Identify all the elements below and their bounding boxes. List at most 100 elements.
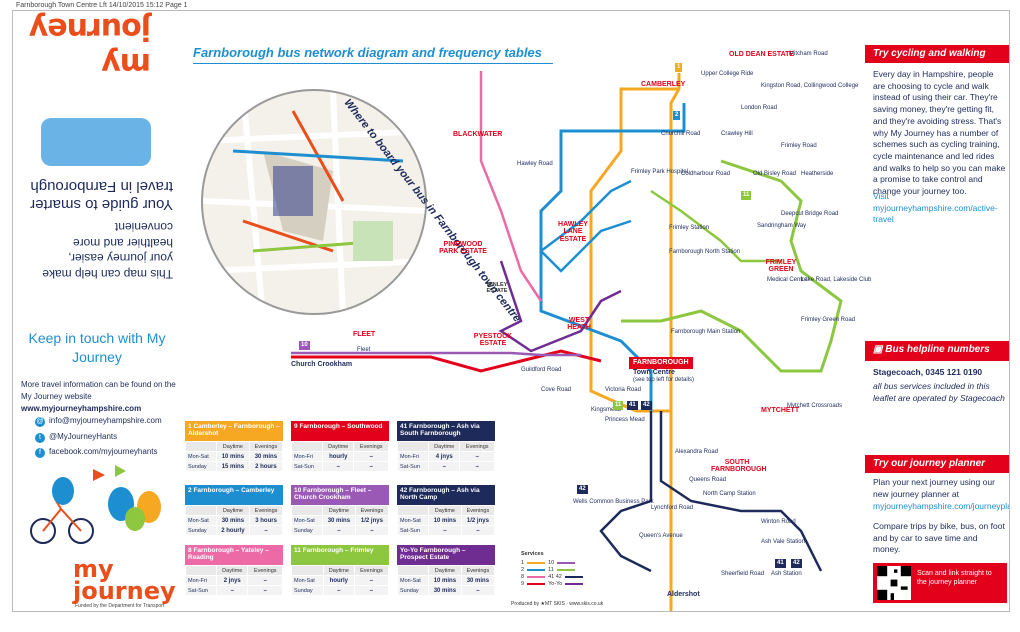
label-churchill-road: Churchill Road [661,131,701,137]
route-8-line [479,71,543,302]
label-sandringham-way: Sandringham Way [757,223,807,229]
label-hawley-road: Hawley Road [517,161,553,167]
route-badge-42b: 42 [791,559,802,568]
cycling-heading: Try cycling and walking [865,45,1009,63]
area-fleet: FLEET [353,331,376,338]
planner-text: Plan your next journey using our new jou… [873,477,995,499]
town-centre-inset-map [201,89,427,315]
label-kingston-road: Kingston Road, Collingwood College [761,83,859,89]
cover-headline: Your guide to smarter travel in Farnboro… [30,178,173,213]
info-text: More travel information can be found on … [21,379,181,415]
left-panel: This map can help make your journey easi… [13,11,181,611]
email-icon: @ [35,417,45,427]
keep-in-touch-heading: Keep in touch with My Journey [28,330,166,365]
label-crawley-hill: Crawley Hill [721,131,753,137]
freq-table-route-yoyo: Yo-Yo Farnborough – Prospect Estate Dayt… [397,545,496,596]
label-heatherside: Heatherside [801,171,834,177]
label-farnborough-north: Farnborough North Station [669,249,741,255]
freq-table-route-42: 42 Farnborough – Ash via North Camp Dayt… [397,485,496,536]
freq-table-route-41: 41 Farnborough – Ash via South Farnborou… [396,421,495,472]
label-ash-vale: Ash Vale Station [761,539,805,545]
label-queens-road: Queens Road [689,477,727,483]
contact-twitter[interactable]: t@MyJourneyHants [35,429,162,445]
rotated-cover: This map can help make your journey easi… [13,11,181,301]
label-church-crookham: Church Crookham [291,361,353,368]
label-sheerfield-road: Sheerfield Road [721,571,765,577]
area-frimley-green: FRIMLEY GREEN [765,259,797,274]
cycling-text: Every day in Hampshire, people are choos… [873,69,1006,197]
contact-email[interactable]: @info@myjourneyhampshire.com [35,416,162,427]
label-fleet-stop: Fleet [357,347,371,353]
cover-tagline: This map can help make your journey easi… [42,220,173,281]
label-kingsmead: Kingsmead [591,407,622,413]
label-coldharbour-road: Coldharbour Road [681,171,731,177]
freq-table-route-1: 1 Camberley – Farnborough – Aldershot Da… [185,421,284,472]
label-upper-college-ride: Upper College Ride [701,71,754,77]
label-north-camp: North Camp Station [703,491,756,497]
myjourney-logo: my journey [73,555,176,605]
route-badge-1: 1 [675,63,683,72]
area-pinewood-park: PINEWOOD PARK ESTATE [439,241,487,256]
planner-compare-text: Compare trips by bike, bus, on foot and … [873,521,1005,555]
planner-heading: Try our journey planner [865,455,1009,473]
cover-logo: my journey [29,11,151,81]
farnborough-town-centre-box: FARNBOROUGH [629,357,693,369]
facebook-icon: f [35,448,45,459]
label-medical-centre: Medical Centre [767,277,808,283]
route-badge-tc-11: 11 [613,401,624,410]
route-1-line [589,73,681,611]
route-2-loop [539,179,632,273]
label-wells-common: Wells Common Business Park [573,499,654,505]
route-41-line [659,411,823,572]
qr-code[interactable] [877,566,911,600]
helpline-stagecoach: Stagecoach, 0345 121 0190 [873,367,983,377]
services-key-heading: Services [521,551,544,557]
bus-icon: ▣ [873,344,883,355]
active-travel-link[interactable]: Visit myjourneyhampshire.com/active-trav… [873,191,998,225]
route-9-line [291,349,602,373]
route-badge-10: 10 [299,341,310,350]
label-frimley-road: Frimley Road [781,143,817,149]
twitter-icon: t [35,432,45,443]
page-title: Farnborough bus network diagram and freq… [193,45,542,60]
route-badge-42: 42 [577,485,588,494]
helpline-heading: ▣ Bus helpline numbers [865,341,1009,361]
route-badge-tc-42: 42 [641,401,652,410]
helpline-note: all bus services included in this leafle… [873,381,1005,403]
label-lynchford-road: Lynchford Road [651,505,694,511]
label-mytchett-crossroads: Mytchett Crossroads [787,403,843,409]
label-frimley-station: Frimley Station [669,225,710,231]
print-header: Farnborough Town Centre Lft 14/10/2015 1… [16,2,188,9]
route-badge-41: 41 [775,559,786,568]
title-rule [193,63,553,64]
label-winton-road: Winton Road [761,519,796,525]
label-victoria-road: Victoria Road [605,387,641,393]
label-town-centre: Town Centre [633,369,675,376]
label-frimley-park: Frimley Park Hospital [631,169,689,175]
label-princess-mead: Princess Mead [605,417,645,423]
bus-illustration [41,118,151,166]
label-mitcham-road: Mitcham Road [789,51,828,57]
label-london-road: London Road [741,105,778,111]
area-south-farnborough: SOUTH FARNBOROUGH [711,459,767,474]
label-deepcut: Deepcut Bridge Road [781,211,839,217]
area-west-heath: WEST HEATH [567,317,591,332]
qr-code-panel[interactable]: Scan and link straight to the journey pl… [873,563,1007,603]
info-url-link[interactable]: www.myjourneyhampshire.com [21,404,142,413]
area-pyestock: PYESTOCK ESTATE [473,333,513,348]
route-11-branch [650,189,781,263]
area-minley: MINLEY ESTATE [486,282,508,294]
birds-cycling-illustration [30,465,161,544]
label-lake-road: Lake Road, Lakeside Club [801,277,872,283]
route-badge-tc-41: 41 [627,401,638,410]
route-42-line [599,411,653,573]
right-panel: Try cycling and walking Every day in Ham… [865,11,1009,611]
